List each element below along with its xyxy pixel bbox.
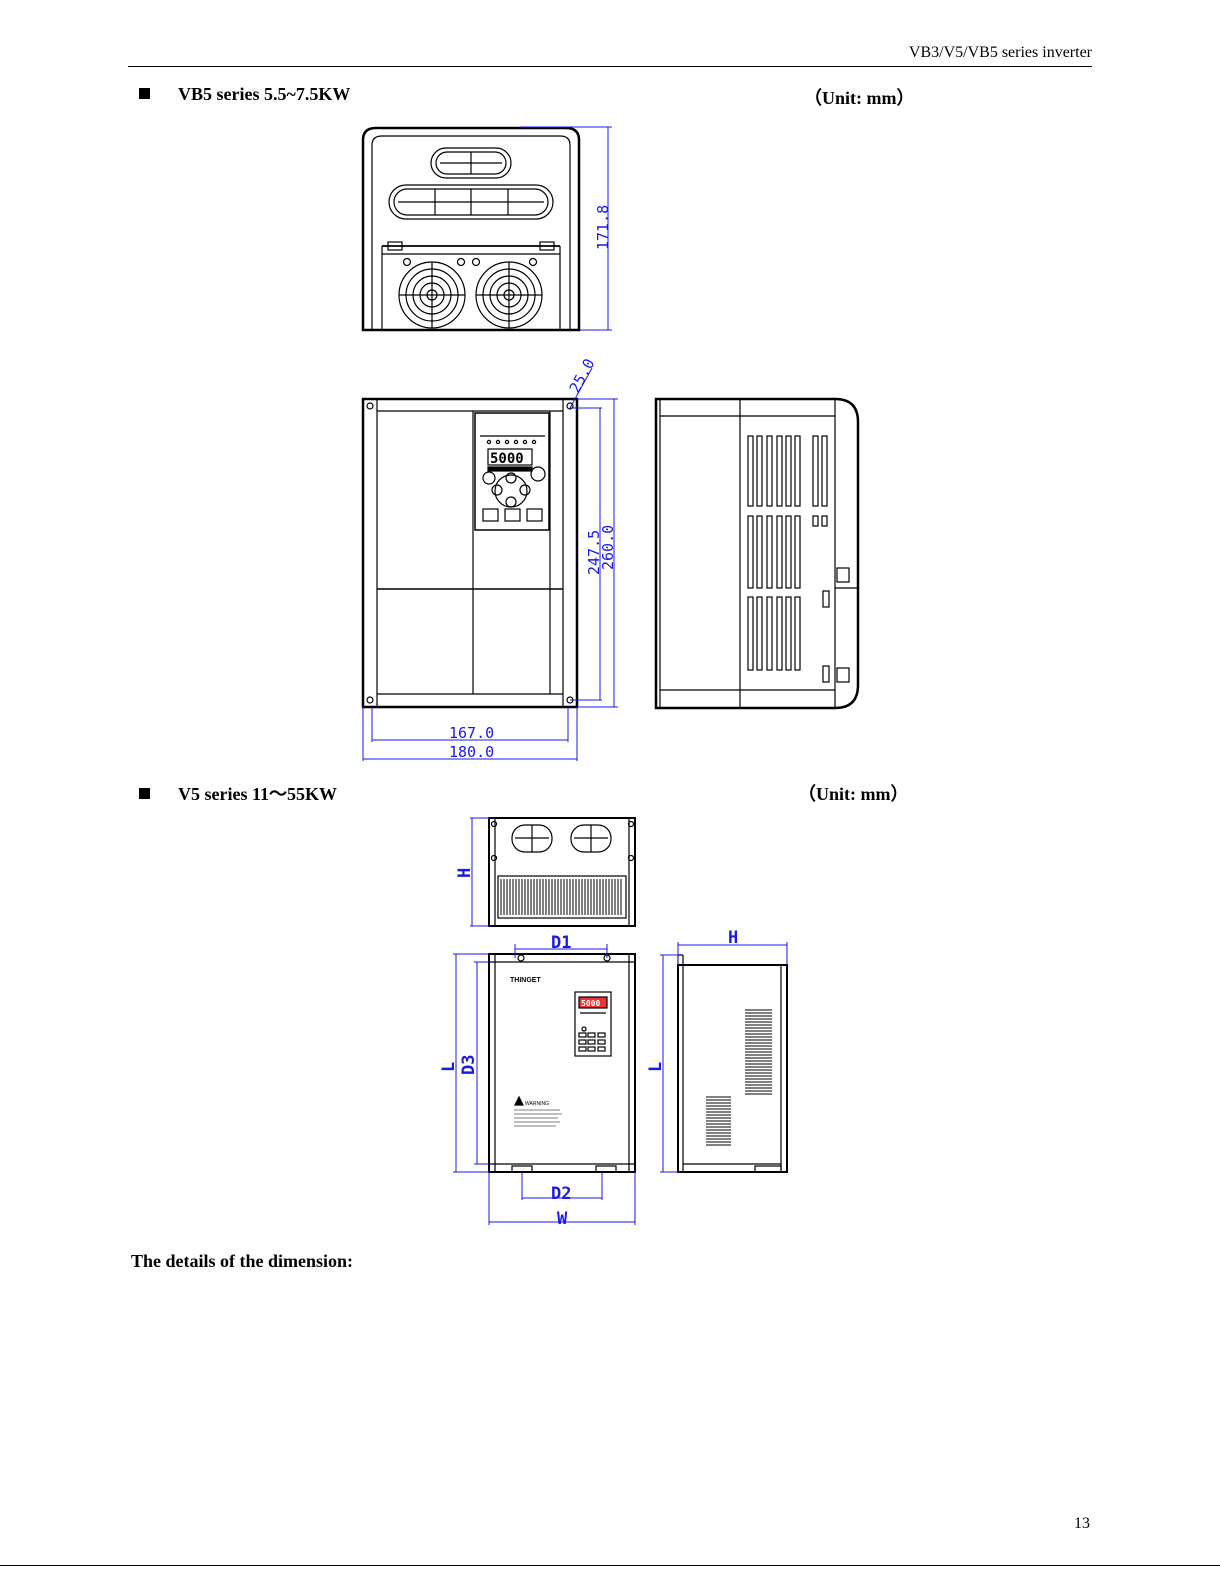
v5-side-dimensions	[660, 942, 787, 1172]
footer-rule	[0, 1565, 1220, 1566]
dim-25-0: 25.0	[566, 356, 599, 396]
dim-180-0: 180.0	[449, 743, 494, 761]
details-heading: The details of the dimension:	[131, 1251, 353, 1272]
warning-triangle-icon	[515, 1097, 523, 1105]
label-h-side: H	[728, 928, 738, 948]
v5-warning-label: WARNING	[525, 1101, 549, 1107]
fan-right	[476, 262, 542, 328]
label-d3: D3	[459, 1055, 479, 1075]
vb5-side-view	[656, 399, 858, 708]
vb5-top-view	[363, 128, 579, 330]
dim-171-8: 171.8	[594, 205, 612, 250]
label-l-front: L	[439, 1062, 459, 1072]
v5-top-view	[489, 818, 635, 926]
v5-display-reading: 5000	[581, 999, 600, 1008]
dim-260-0: 260.0	[599, 525, 617, 570]
label-h-top: H	[455, 868, 475, 878]
label-d1: D1	[551, 933, 571, 953]
v5-front-view	[489, 954, 635, 1172]
vb5-front-dimensions	[363, 368, 618, 761]
vb5-front-view	[363, 399, 577, 707]
v5-front-dimensions	[453, 944, 635, 1225]
label-l-side: L	[646, 1062, 666, 1072]
vb5-display-reading: 5000	[490, 451, 524, 467]
fan-left	[399, 262, 465, 328]
v5-top-grille	[501, 879, 621, 915]
v5-brand: THINGET	[510, 977, 541, 984]
page-number: 13	[1074, 1515, 1090, 1533]
v5-side-vents	[706, 1010, 772, 1145]
keypad-panel	[475, 413, 549, 530]
label-w: W	[557, 1209, 568, 1229]
label-d2: D2	[551, 1184, 571, 1204]
dim-167-0: 167.0	[449, 724, 494, 742]
